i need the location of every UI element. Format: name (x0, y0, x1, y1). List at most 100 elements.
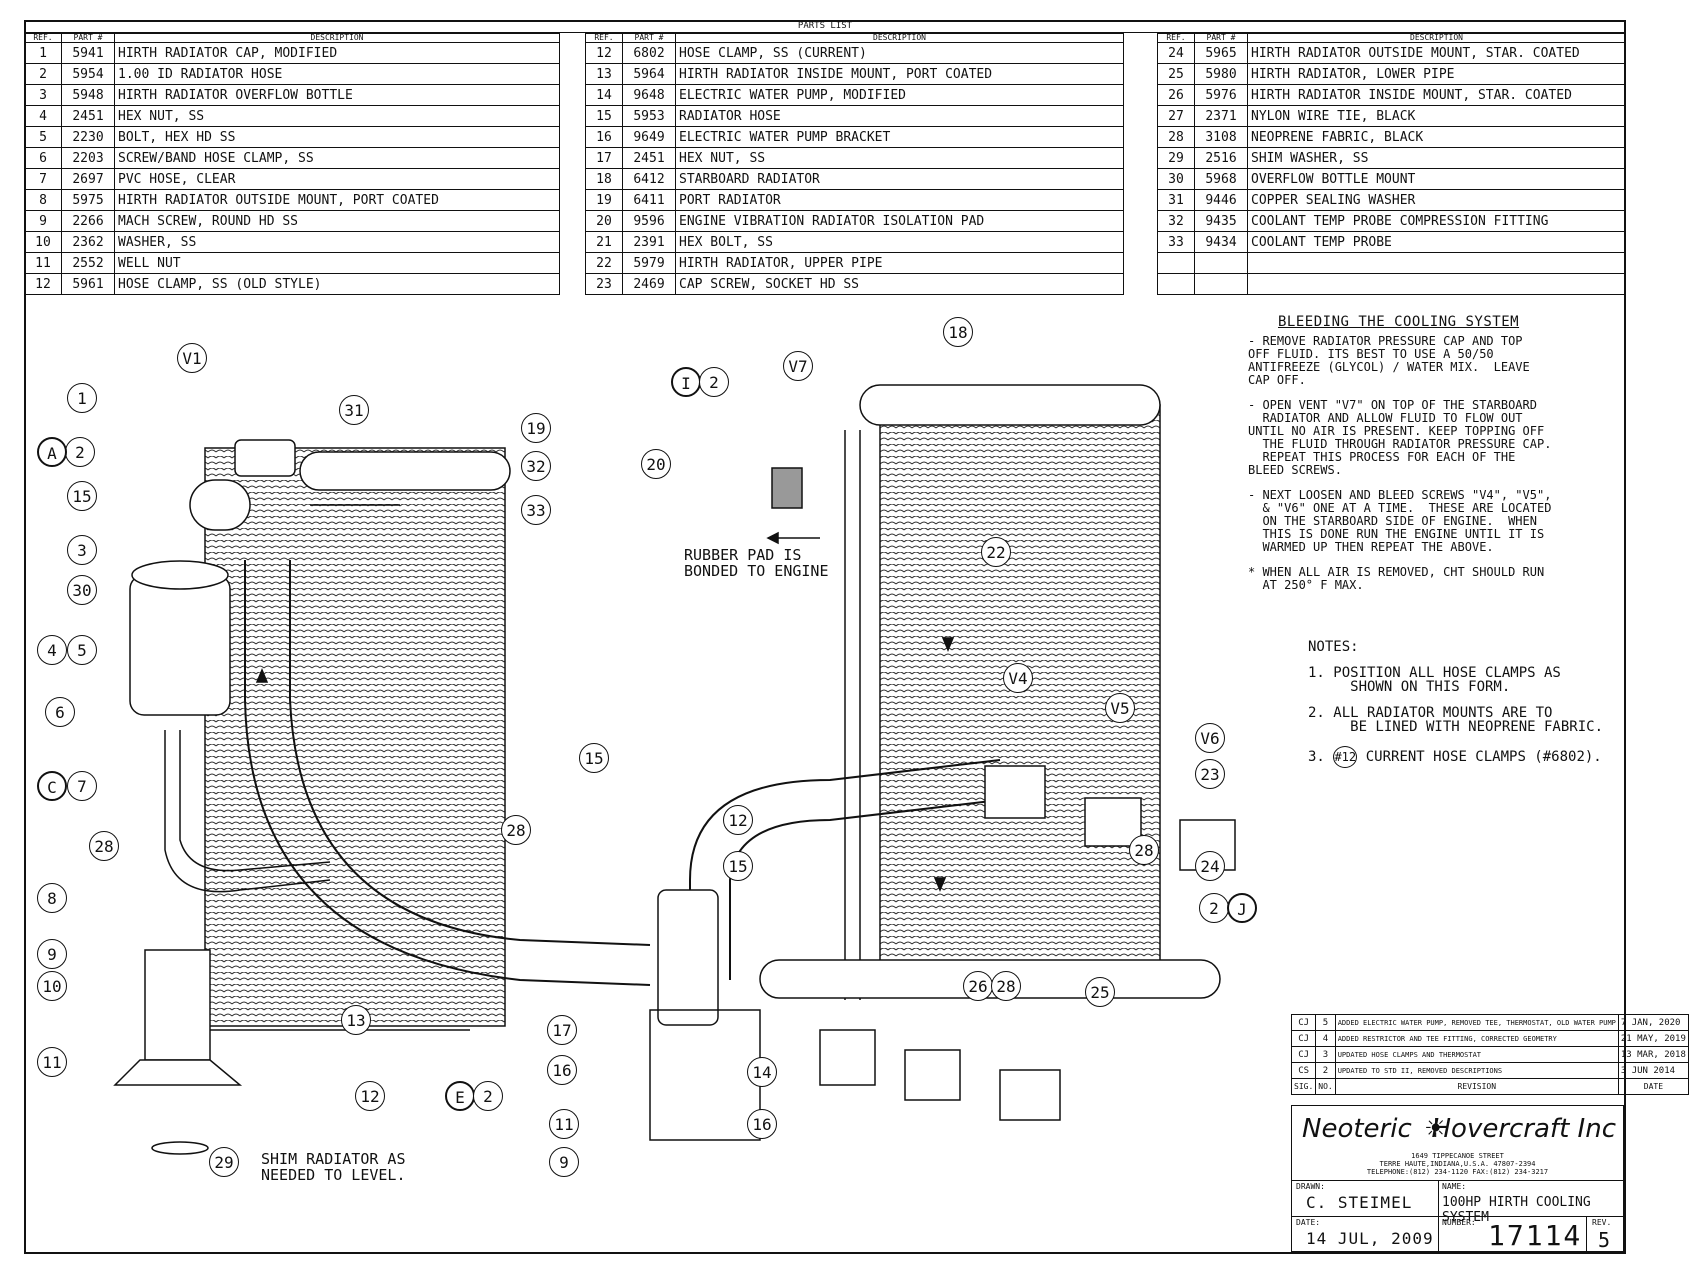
callout-bubble: V1 (177, 343, 207, 373)
callout-bubble: 22 (981, 537, 1011, 567)
note-3-prefix: 3. (1308, 749, 1325, 765)
upper-hose-15 (689, 759, 1001, 980)
parts-cell-desc: CAP SCREW, SOCKET HD SS (675, 273, 1124, 295)
callout-bubble: 28 (991, 971, 1021, 1001)
revision-cell-date: 21 MAY, 2019 (1617, 1030, 1689, 1047)
callout-bubble: 4 (37, 635, 67, 665)
revision-cell-no: 5 (1315, 1014, 1336, 1031)
drawn-by: C. STEIMEL (1306, 1193, 1413, 1212)
water-pump (657, 889, 719, 1026)
parts-cell-part: 2203 (61, 147, 115, 169)
callout-bubble: 8 (37, 883, 67, 913)
parts-cell-part: 5965 (1194, 42, 1248, 64)
address-line-3: TELEPHONE:(812) 234-1120 FAX:(812) 234-3… (1366, 1168, 1549, 1176)
revision-header-no: NO. (1315, 1078, 1336, 1095)
drawn-label: DRAWN: (1296, 1182, 1325, 1191)
bleeding-step-2: - OPEN VENT "V7" ON TOP OF THE STARBOARD… (1248, 398, 1552, 477)
revision-cell-date: 3 JUN 2014 (1617, 1062, 1689, 1079)
revision-cell-desc: ADDED ELECTRIC WATER PUMP, REMOVED TEE, … (1334, 1014, 1619, 1031)
callout-bubble: 31 (339, 395, 369, 425)
parts-cell-part: 2371 (1194, 105, 1248, 127)
parts-cell-desc: COOLANT TEMP PROBE COMPRESSION FITTING (1247, 210, 1626, 232)
parts-cell-part: 5953 (622, 105, 676, 127)
rev-label: REV. (1592, 1218, 1612, 1227)
revision-cell-sig: CJ (1290, 1014, 1317, 1031)
callout-bubble: A (37, 437, 67, 467)
callout-bubble: 28 (501, 815, 531, 845)
drawing-date: 14 JUL, 2009 (1306, 1229, 1434, 1248)
parts-cell-part: 2230 (61, 126, 115, 148)
date-label: DATE: (1296, 1218, 1321, 1227)
notes-block: NOTES: 1. POSITION ALL HOSE CLAMPS AS SH… (1308, 640, 1603, 780)
pump-bracket (649, 1009, 761, 1141)
parts-row (1157, 252, 1626, 274)
revision-cell-sig: CS (1290, 1062, 1317, 1079)
parts-cell-part: 5948 (61, 84, 115, 106)
company-address: 1649 TIPPECANOE STREET TERRE HAUTE,INDIA… (1292, 1152, 1623, 1176)
callout-bubble: 11 (549, 1109, 579, 1139)
callout-bubble: V4 (1003, 663, 1033, 693)
parts-cell-desc (1247, 273, 1626, 295)
revision-cell-desc: UPDATED TO STD II, REMOVED DESCRIPTIONS (1334, 1062, 1619, 1079)
drawing-name: 100HP HIRTH COOLING SYSTEM (1442, 1195, 1591, 1225)
name-label: NAME: (1442, 1182, 1467, 1191)
callout-bubble: C (37, 771, 67, 801)
parts-cell-part: 2451 (61, 105, 115, 127)
parts-cell-desc: OVERFLOW BOTTLE MOUNT (1247, 168, 1626, 190)
revision-cell-date: 13 MAR, 2018 (1617, 1046, 1689, 1063)
parts-cell-desc: HIRTH RADIATOR, UPPER PIPE (675, 252, 1124, 274)
parts-cell-ref: 15 (585, 105, 623, 127)
parts-cell-desc: ELECTRIC WATER PUMP BRACKET (675, 126, 1124, 148)
parts-cell-part: 9648 (622, 84, 676, 106)
drawing-number: 17114 (1488, 1219, 1583, 1252)
parts-cell-desc: HIRTH RADIATOR INSIDE MOUNT, PORT COATED (675, 63, 1124, 85)
revision-cell-date: 7 JAN, 2020 (1617, 1014, 1689, 1031)
callout-bubble: E (445, 1081, 475, 1111)
callout-bubble: 24 (1195, 851, 1225, 881)
parts-row (1157, 273, 1626, 295)
revision-cell-no: 4 (1315, 1030, 1336, 1047)
callout-bubble: 2 (65, 437, 95, 467)
parts-cell-ref: 28 (1157, 126, 1195, 148)
bleeding-step-3: - NEXT LOOSEN AND BLEED SCREWS "V4", "V5… (1248, 488, 1552, 554)
callout-bubble: 15 (723, 851, 753, 881)
callout-bubble: 33 (521, 495, 551, 525)
callout-bubble: 2 (473, 1081, 503, 1111)
address-line-2: TERRE HAUTE,INDIANA,U.S.A. 47807-2394 (1379, 1160, 1536, 1168)
parts-cell-part: 5976 (1194, 84, 1248, 106)
callout-bubble: 15 (67, 481, 97, 511)
parts-cell-desc: HOSE CLAMP, SS (OLD STYLE) (114, 273, 560, 295)
port-radiator-core (204, 447, 506, 1027)
parts-cell-part: 2516 (1194, 147, 1248, 169)
parts-cell-part: 5968 (1194, 168, 1248, 190)
callout-bubble: 26 (963, 971, 993, 1001)
callout-bubble: 5 (67, 635, 97, 665)
callout-bubble: 16 (547, 1055, 577, 1085)
callout-bubble: 18 (943, 317, 973, 347)
port-mount (144, 949, 211, 1061)
revision-cell-sig: CJ (1290, 1046, 1317, 1063)
callout-bubble: I (671, 367, 701, 397)
parts-cell-desc: COOLANT TEMP PROBE (1247, 231, 1626, 253)
revision-cell-desc: UPDATED HOSE CLAMPS AND THERMOSTAT (1334, 1046, 1619, 1063)
revision-cell-no: 2 (1315, 1062, 1336, 1079)
parts-cell-part: 5980 (1194, 63, 1248, 85)
parts-cell-desc: HIRTH RADIATOR CAP, MODIFIED (114, 42, 560, 64)
radiator-cap (234, 439, 296, 477)
